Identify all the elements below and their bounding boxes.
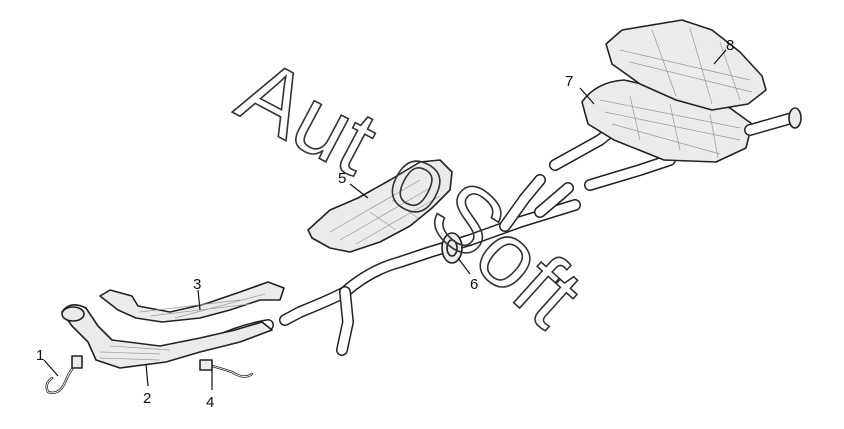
rear-muffler xyxy=(581,79,802,163)
callout-8-leader xyxy=(713,49,727,65)
callout-2-leader xyxy=(145,363,149,387)
centre-heat-shield xyxy=(307,159,453,253)
callout-8: 8 xyxy=(726,37,734,54)
oxygen-sensor-rear xyxy=(199,359,254,378)
callout-5-leader xyxy=(349,183,369,199)
callout-3: 3 xyxy=(193,276,201,293)
callout-1: 1 xyxy=(36,347,44,364)
catalytic-converter-pipe xyxy=(61,304,273,369)
watermark-aut: Aut xyxy=(223,40,393,195)
callout-7: 7 xyxy=(565,73,573,90)
oxygen-sensor-front xyxy=(45,355,83,394)
callout-2: 2 xyxy=(143,390,151,407)
pipe-clamp xyxy=(441,232,463,264)
muffler-heat-shield xyxy=(605,19,767,111)
front-heat-shield xyxy=(99,281,285,323)
callout-6: 6 xyxy=(470,276,478,293)
callout-6-leader xyxy=(457,257,471,275)
callout-5: 5 xyxy=(338,170,346,187)
callout-7-leader xyxy=(579,87,595,105)
callout-4: 4 xyxy=(206,394,214,411)
callout-1-leader xyxy=(43,359,59,377)
callout-3-leader xyxy=(197,289,201,311)
